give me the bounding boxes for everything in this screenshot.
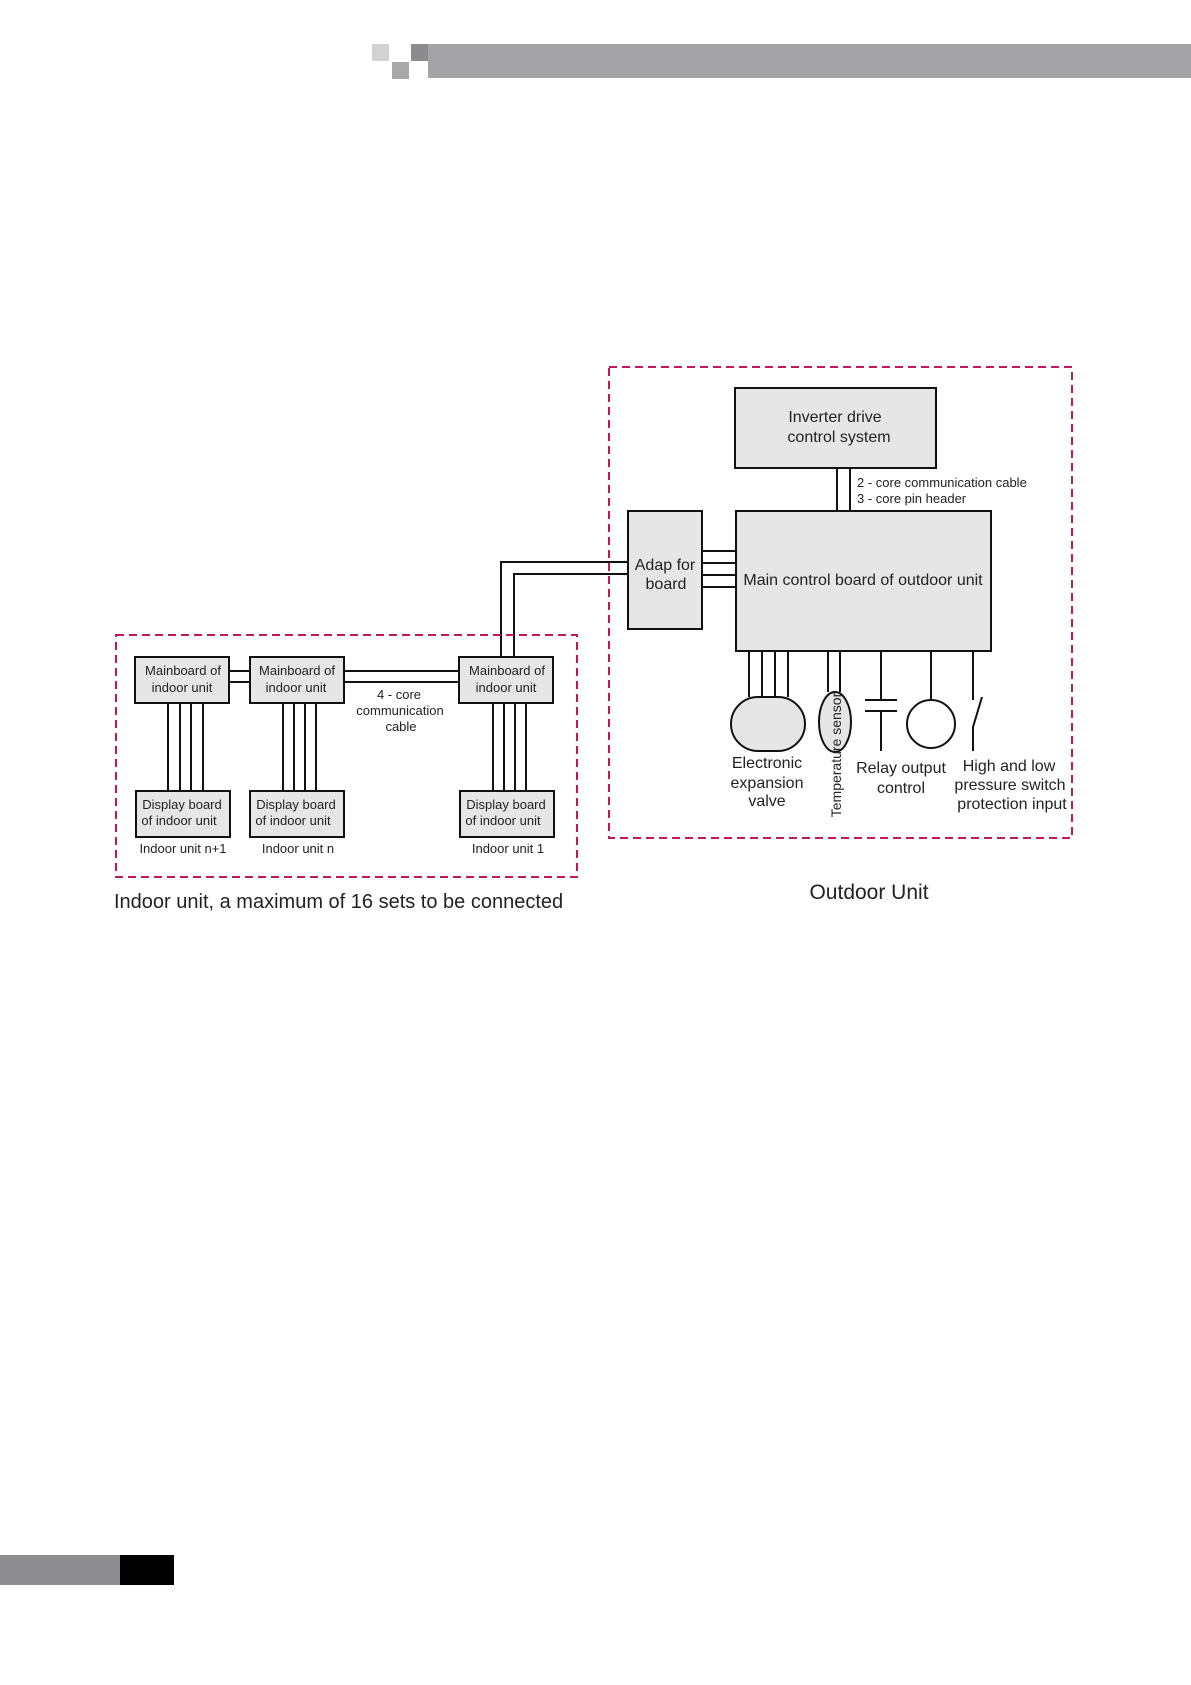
switch-label-line3: protection input [957, 796, 1067, 813]
eev-label-line3: valve [748, 793, 785, 810]
four-core-note-line3: cable [385, 719, 416, 734]
outdoor-unit-group: Inverter drive control system 2 - core c… [608, 366, 1073, 904]
cable-note-line2: 3 - core pin header [857, 491, 967, 506]
mainboard-box [458, 656, 554, 704]
relay-label-line2: control [877, 780, 925, 797]
display-board-box [135, 790, 231, 838]
cable-note-line1: 2 - core communication cable [857, 475, 1027, 490]
indoor-unit-n-plus-1: Mainboard of indoor unit Display board o… [134, 656, 231, 856]
mainboard-box [249, 656, 345, 704]
relay-label-line1: Relay output [856, 760, 946, 777]
adaptor-to-indoor-cable [500, 561, 628, 656]
mainboard-label-line1: Mainboard of [469, 663, 545, 678]
temp-sensor-symbol [818, 691, 852, 753]
adaptor-board-box [627, 510, 703, 630]
indoor-unit-1: Mainboard of indoor unit Display board o… [458, 656, 555, 856]
header-square-light [372, 44, 389, 61]
indoor-unit-label: Indoor unit 1 [472, 841, 544, 856]
display-board-box [459, 790, 555, 838]
four-core-note-line2: communication [356, 703, 443, 718]
indoor-unit-label: Indoor unit n+1 [139, 841, 226, 856]
switch-label-line1: High and low [963, 758, 1056, 775]
indoor-unit-label: Indoor unit n [262, 841, 334, 856]
display-board-box [249, 790, 345, 838]
footer-decoration [0, 1555, 174, 1585]
adaptor-cable-outer [500, 561, 628, 656]
mainboard-label-line1: Mainboard of [145, 663, 221, 678]
display-label-line2: of indoor unit [255, 813, 331, 828]
switch-contact [972, 696, 983, 728]
display-label-line1: Display board [256, 797, 336, 812]
inverter-drive-box [734, 387, 937, 469]
mainboard-label-line2: indoor unit [152, 680, 213, 695]
relay-coil-symbol [906, 699, 956, 749]
indoor-unit-caption: Indoor unit, a maximum of 16 sets to be … [114, 891, 563, 913]
eev-label-line2: expansion [731, 775, 804, 792]
adaptor-label-line2: board [646, 576, 687, 593]
main-control-board-box [735, 510, 992, 652]
outdoor-unit-caption: Outdoor Unit [809, 881, 928, 904]
eev-symbol [730, 696, 806, 752]
header-square-mid [392, 62, 409, 79]
outdoor-dashed-border [608, 366, 1073, 839]
display-label-line1: Display board [142, 797, 222, 812]
mainboard-label-line2: indoor unit [266, 680, 327, 695]
temp-sensor-label: Temperature sensor [828, 692, 844, 817]
display-label-line1: Display board [466, 797, 546, 812]
indoor-unit-n: Mainboard of indoor unit Display board o… [249, 656, 345, 856]
footer-black-bar [120, 1555, 174, 1585]
inverter-label-line2: control system [787, 429, 890, 446]
header-decoration [372, 44, 1191, 79]
indoor-unit-group: 4 - core communication cable Mainboard o… [114, 634, 578, 913]
footer-gray-bar [0, 1555, 120, 1585]
adaptor-label-line1: Adap for [635, 557, 696, 574]
mainboard-box [134, 656, 230, 704]
eev-label-line1: Electronic [732, 755, 802, 772]
adaptor-cable-inner [513, 573, 628, 656]
mainboard-label-line1: Mainboard of [259, 663, 335, 678]
header-square-dark [411, 44, 428, 61]
main-control-board-label: Main control board of outdoor unit [743, 572, 983, 589]
mainboard-label-line2: indoor unit [476, 680, 537, 695]
display-label-line2: of indoor unit [141, 813, 217, 828]
switch-label-line2: pressure switch [954, 777, 1065, 794]
display-label-line2: of indoor unit [465, 813, 541, 828]
header-bar [428, 44, 1191, 78]
four-core-note-line1: 4 - core [377, 687, 421, 702]
inverter-label-line1: Inverter drive [788, 409, 881, 426]
